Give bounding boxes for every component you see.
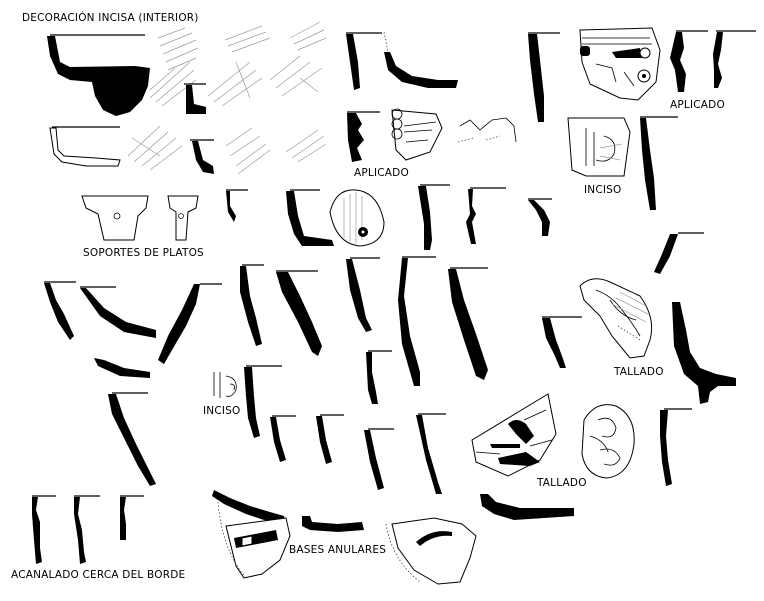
sherd-tall-curve-mid-1 xyxy=(240,264,264,346)
label-inciso-right: INCISO xyxy=(584,184,622,196)
sherd-tallado-spiral xyxy=(581,404,635,479)
sherd-aplicado-right-1 xyxy=(670,30,708,92)
sherd-aplicado-profile xyxy=(347,111,380,162)
sherd-diagonal-rim xyxy=(654,232,704,274)
sherd-short-rim-2 xyxy=(316,414,344,464)
sherd-bowl-large-solid xyxy=(47,34,150,116)
sherd-rim-small-2 xyxy=(190,139,214,174)
label-tallado-bottom: TALLADO xyxy=(536,477,587,489)
sherd-short-rim-4 xyxy=(416,413,446,494)
sherd-inciso-square xyxy=(567,117,631,177)
sherd-tall-rim-mid-1 xyxy=(418,184,450,250)
sherd-annular-base-profile-1 xyxy=(212,490,286,524)
sherd-tallado-right xyxy=(579,278,653,359)
sherd-aplicado-decorated xyxy=(391,108,443,161)
incised-hatch-fragments-mid xyxy=(127,125,327,175)
sherd-short-rim-3 xyxy=(364,428,394,490)
label-tallado-right: TALLADO xyxy=(613,366,664,378)
sherd-plate-outline xyxy=(49,126,121,167)
label-soportes-de-platos: SOPORTES DE PLATOS xyxy=(83,247,204,259)
sherd-tall-curve-mid-5 xyxy=(366,350,392,404)
sherd-bowl-curve-2 xyxy=(286,189,334,246)
sherd-left-curve-1 xyxy=(44,281,76,340)
sherd-tall-rim-mid-2 xyxy=(466,187,506,244)
sherd-annular-base-1 xyxy=(217,501,291,579)
sherd-plate-curved xyxy=(383,31,458,88)
label-decoracion-incisa: DECORACIÓN INCISA (INTERIOR) xyxy=(22,11,199,24)
sherd-curve-right-1 xyxy=(542,316,582,368)
label-acanalado-cerca-del-borde: ACANALADO CERCA DEL BORDE xyxy=(11,569,185,581)
sherd-tall-curve-mid-4 xyxy=(448,267,488,380)
sherd-aplicado-face xyxy=(579,27,661,101)
sherd-left-curve-2 xyxy=(80,286,156,338)
sherd-aplicado-right-2 xyxy=(713,30,756,88)
label-inciso-left: INCISO xyxy=(203,405,241,417)
sherd-annular-base-profile-2 xyxy=(302,516,364,532)
sherd-tall-rim-right xyxy=(528,32,560,122)
label-aplicado-top: APLICADO xyxy=(670,99,725,111)
sherd-rim-vertical-1 xyxy=(346,32,382,90)
sherd-aplicado-incised-open xyxy=(457,117,517,143)
sherd-tall-curve-mid-3 xyxy=(398,256,436,386)
plate-support-2 xyxy=(167,195,199,241)
sherd-thick-curve-mid xyxy=(276,270,322,356)
incised-hatch-fragments-top xyxy=(149,21,327,107)
sherd-tall-curve-mid-2 xyxy=(346,257,380,332)
sherd-tall-rim-left-inciso xyxy=(244,365,282,438)
sherd-tallado-left-incised xyxy=(471,393,557,477)
sherd-incised-shell xyxy=(329,189,385,247)
sherd-left-curve-3 xyxy=(158,283,222,364)
sherd-short-rim-1 xyxy=(270,415,296,462)
sherd-pedestal-right xyxy=(672,302,736,404)
sherd-acanalado-2 xyxy=(74,495,100,564)
plate-support-1 xyxy=(81,195,149,241)
sherd-small-curve-3 xyxy=(528,198,552,236)
label-bases-anulares: BASES ANULARES xyxy=(289,544,386,556)
sherd-small-curve-1 xyxy=(226,189,248,222)
sherd-acanalado-3 xyxy=(120,495,144,540)
sherd-annular-base-2 xyxy=(385,517,477,585)
sherd-left-curve-5 xyxy=(108,392,156,486)
sherd-tall-rim-far-right xyxy=(660,408,692,486)
sherd-annular-base-profile-3 xyxy=(480,494,574,520)
sherd-left-curve-4 xyxy=(94,358,150,378)
sherd-acanalado-1 xyxy=(32,495,56,564)
sherd-rim-small-1 xyxy=(184,83,206,114)
label-aplicado-mid: APLICADO xyxy=(354,167,409,179)
sherd-tall-rim-right-2 xyxy=(640,116,678,210)
sherd-inciso-small xyxy=(213,372,237,398)
